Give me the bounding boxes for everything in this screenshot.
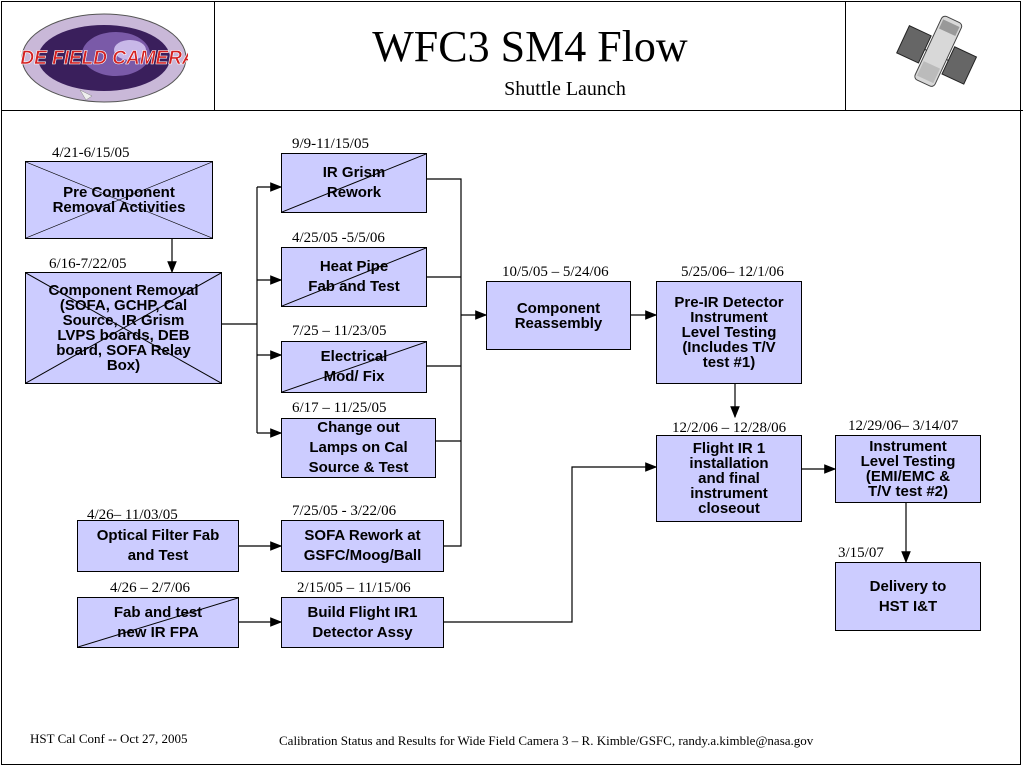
footer-right: Calibration Status and Results for Wide … <box>279 733 814 748</box>
date-ir-grism: 9/9-11/15/05 <box>292 136 369 152</box>
task-label: Pre-IR Detector Instrument Level Testing… <box>674 294 784 371</box>
header-divider-right <box>845 1 846 111</box>
line-merge-bus <box>427 178 462 547</box>
task-heat-pipe: Heat Pipe Fab and Test <box>281 247 427 307</box>
date-pre-ir: 5/25/06– 12/1/06 <box>681 264 784 280</box>
task-label: Instrument Level Testing (EMI/EMC & T/V … <box>860 438 956 500</box>
task-label: Component Reassembly <box>514 299 603 332</box>
logo-text: WIDE FIELD CAMERA 3 <box>20 48 188 69</box>
task-reassembly: Component Reassembly <box>486 281 631 350</box>
task-label: Heat Pipe Fab and Test <box>308 258 400 295</box>
slide-title: WFC3 SM4 Flow <box>372 22 688 71</box>
task-component-removal: Component Removal (SOFA, GCHP, Cal Sourc… <box>25 272 222 384</box>
task-label: Pre Component Removal Activities <box>52 184 186 216</box>
footer-left: HST Cal Conf -- Oct 27, 2005 <box>30 731 188 746</box>
date-delivery: 3/15/07 <box>838 545 884 561</box>
task-instrument-testing: Instrument Level Testing (EMI/EMC & T/V … <box>835 435 981 503</box>
date-electrical: 7/25 – 11/23/05 <box>292 323 387 339</box>
date-optical-filter: 4/26– 11/03/05 <box>87 507 178 523</box>
task-pre-ir-testing: Pre-IR Detector Instrument Level Testing… <box>656 281 802 384</box>
slide-subtitle: Shuttle Launch <box>504 78 626 100</box>
task-optical-filter: Optical Filter Fab and Test <box>77 520 239 572</box>
task-fpa: Fab and test new IR FPA <box>77 597 239 648</box>
task-label: Delivery to HST I&T <box>869 577 947 615</box>
date-fpa: 4/26 – 2/7/06 <box>110 580 191 596</box>
date-instrument-testing: 12/29/06– 3/14/07 <box>848 418 959 434</box>
task-ir-grism: IR Grism Rework <box>281 153 427 213</box>
date-sofa: 7/25/05 - 3/22/06 <box>292 503 397 519</box>
task-delivery: Delivery to HST I&T <box>835 562 981 631</box>
task-label: Component Removal (SOFA, GCHP, Cal Sourc… <box>48 282 199 374</box>
date-component-removal: 6/16-7/22/05 <box>49 256 127 272</box>
task-label: Optical Filter Fab and Test <box>96 527 220 564</box>
date-ir1-assy: 2/15/05 – 11/15/06 <box>297 580 411 596</box>
task-lamps: Change out Lamps on Cal Source & Test <box>281 418 436 478</box>
task-label: Change out Lamps on Cal Source & Test <box>308 419 409 476</box>
task-label: Electrical Mod/ Fix <box>320 348 388 385</box>
task-label: Fab and test new IR FPA <box>113 603 203 641</box>
task-label: Flight IR 1 installation and final instr… <box>689 440 769 517</box>
task-sofa-rework: SOFA Rework at GSFC/Moog/Ball <box>281 520 444 572</box>
task-label: Build Flight IR1 Detector Assy <box>307 603 418 641</box>
date-pre-removal: 4/21-6/15/05 <box>52 145 130 161</box>
task-label: IR Grism Rework <box>322 164 386 201</box>
arrow-ir1-to-flight-ir <box>444 462 658 623</box>
date-flight-ir: 12/2/06 – 12/28/06 <box>672 420 787 436</box>
header-divider-left <box>214 1 215 111</box>
task-flight-ir: Flight IR 1 installation and final instr… <box>656 435 802 522</box>
date-lamps: 6/17 – 11/25/05 <box>292 400 387 416</box>
task-electrical: Electrical Mod/ Fix <box>281 341 427 393</box>
task-label: SOFA Rework at GSFC/Moog/Ball <box>303 527 422 564</box>
task-pre-removal: Pre Component Removal Activities <box>25 161 213 239</box>
date-heat-pipe: 4/25/05 -5/5/06 <box>292 230 385 246</box>
header-divider <box>1 110 1023 111</box>
date-reassembly: 10/5/05 – 5/24/06 <box>502 264 609 280</box>
wfc3-logo: WIDE FIELD CAMERA 3 <box>20 13 188 103</box>
hubble-satellite-icon <box>896 15 978 87</box>
task-ir1-assy: Build Flight IR1 Detector Assy <box>281 597 444 648</box>
